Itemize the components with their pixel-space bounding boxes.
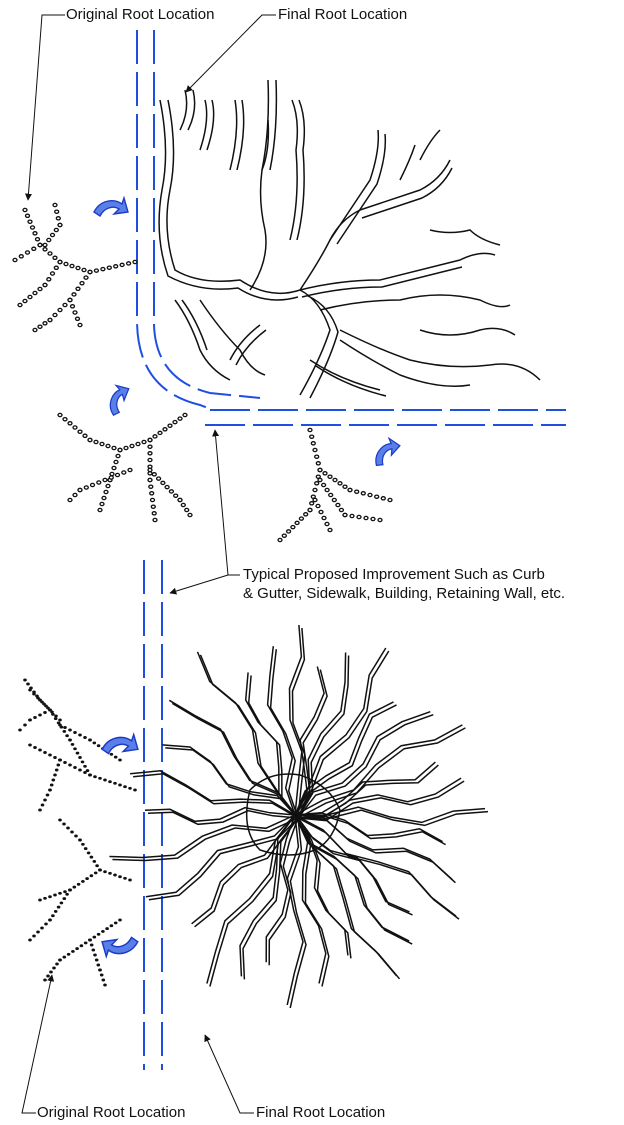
curved-arrow-icon (103, 382, 132, 417)
bottom-final-root (109, 625, 488, 1008)
leader-lines (22, 15, 276, 1113)
improvement-label-line1: Typical Proposed Improvement Such as Cur… (243, 566, 545, 584)
curved-arrow-icon (368, 436, 402, 468)
top-improvement-lines (137, 30, 566, 425)
bottom-original-root (18, 679, 137, 987)
curved-arrow-icon (102, 938, 138, 957)
top-final-root-label: Final Root Location (278, 6, 407, 24)
top-original-root-label: Original Root Location (66, 6, 214, 24)
bottom-final-root-label: Final Root Location (256, 1104, 385, 1122)
bottom-original-root-label: Original Root Location (37, 1104, 185, 1122)
curved-arrow-icon (102, 735, 138, 754)
top-original-root-mid (58, 413, 192, 521)
top-final-root (159, 80, 540, 398)
top-original-root-right (278, 428, 392, 541)
improvement-label-line2: & Gutter, Sidewalk, Building, Retaining … (243, 585, 565, 603)
curved-arrow-icon (94, 198, 128, 216)
bottom-improvement-lines (144, 560, 162, 1070)
top-original-root-left (13, 203, 137, 331)
